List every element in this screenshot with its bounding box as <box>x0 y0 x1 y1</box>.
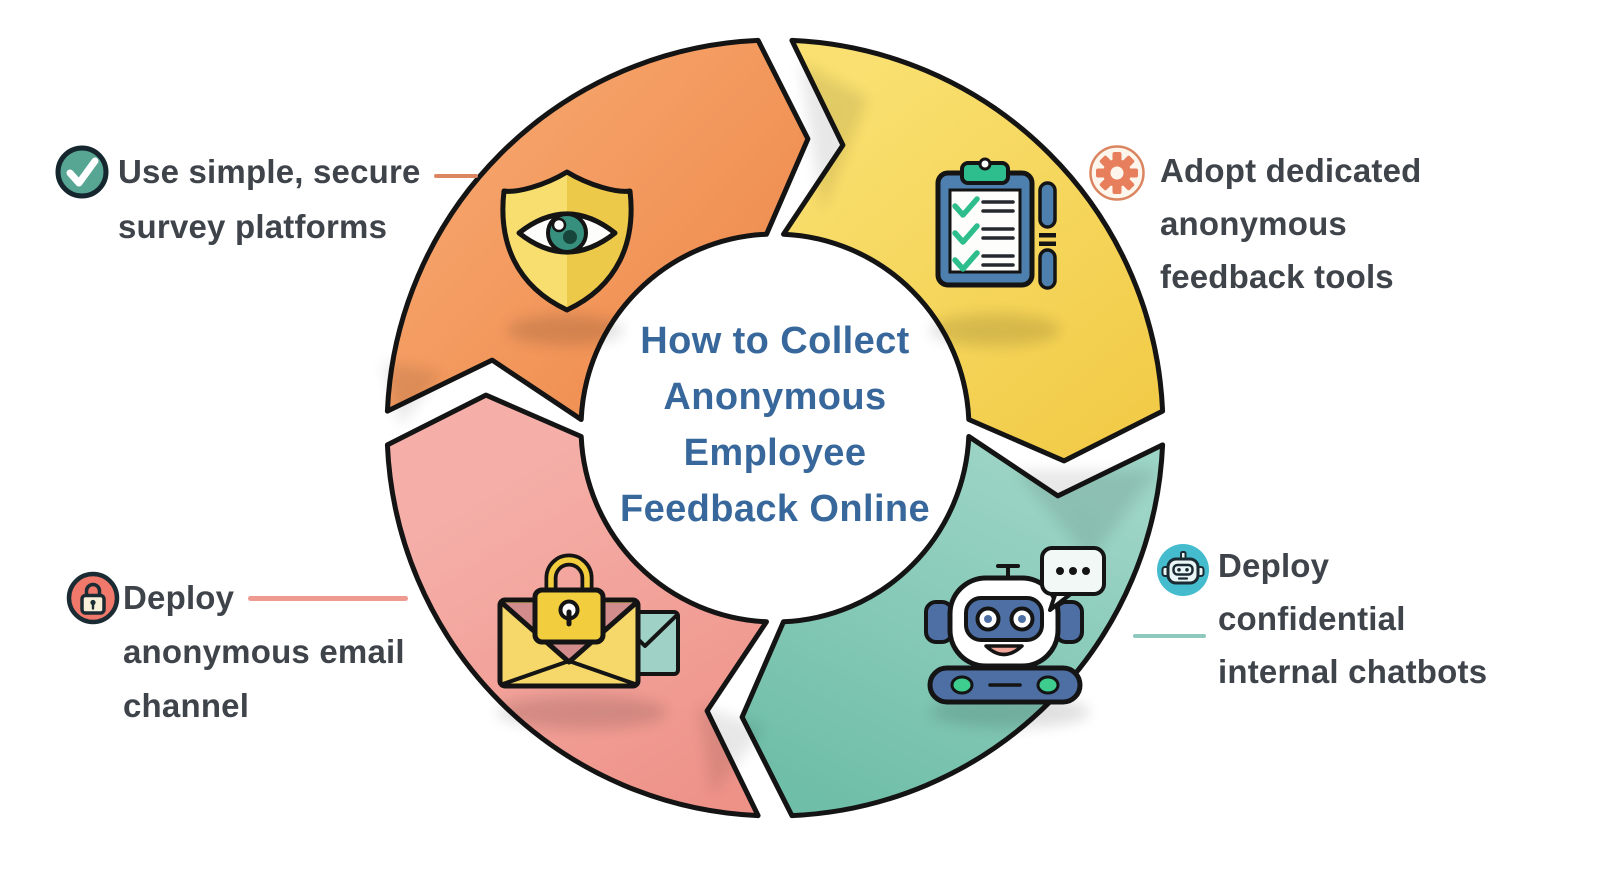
annotation-email-text: Deploy anonymous email channel <box>123 571 405 733</box>
annotation-line: Deploy <box>1218 547 1330 584</box>
annotation-email-channel <box>65 570 121 631</box>
check-circle-icon <box>55 145 109 199</box>
arrow-shadows <box>382 62 1158 795</box>
speech-bubble-icon <box>1040 546 1106 612</box>
annotation-chatbots <box>1155 542 1211 603</box>
checklist-clipboard-icon <box>935 157 1057 290</box>
icon-shadows <box>497 314 1090 729</box>
title-line-3: Employee <box>683 432 867 474</box>
robot-icon <box>924 546 1106 705</box>
annotation-line: anonymous email <box>123 633 405 670</box>
connector-email <box>248 596 408 601</box>
annotation-line: Use simple, secure <box>118 153 421 190</box>
annotation-line: feedback tools <box>1160 258 1394 295</box>
locked-envelope-icon <box>497 553 680 689</box>
annotation-line: Deploy <box>123 579 235 616</box>
connector-survey <box>434 174 478 178</box>
annotation-survey-platforms <box>54 144 110 205</box>
annotation-survey-text: Use simple, secure survey platforms <box>118 144 421 254</box>
annotation-line: channel <box>123 687 250 724</box>
connector-chatbots <box>1133 634 1206 638</box>
annotation-chatbots-text: Deploy confidential internal chatbots <box>1218 539 1487 698</box>
annotation-tools-text: Adopt dedicated anonymous feedback tools <box>1160 144 1422 303</box>
shield-eye-icon <box>500 169 634 313</box>
chatbot-icon <box>1157 544 1209 596</box>
annotation-line: confidential <box>1218 600 1406 637</box>
annotation-line: anonymous <box>1160 205 1347 242</box>
annotation-line: Adopt dedicated <box>1160 152 1422 189</box>
page-title: How to Collect Anonymous Employee Feedba… <box>535 313 1015 537</box>
annotation-line: survey platforms <box>118 208 388 245</box>
annotation-line: internal chatbots <box>1218 653 1488 690</box>
title-line-1: How to Collect <box>640 320 910 362</box>
title-line-4: Feedback Online <box>619 488 931 530</box>
annotation-feedback-tools <box>1088 144 1146 207</box>
gear-icon <box>1089 145 1145 201</box>
lock-icon <box>66 571 120 625</box>
title-line-2: Anonymous <box>663 376 887 418</box>
